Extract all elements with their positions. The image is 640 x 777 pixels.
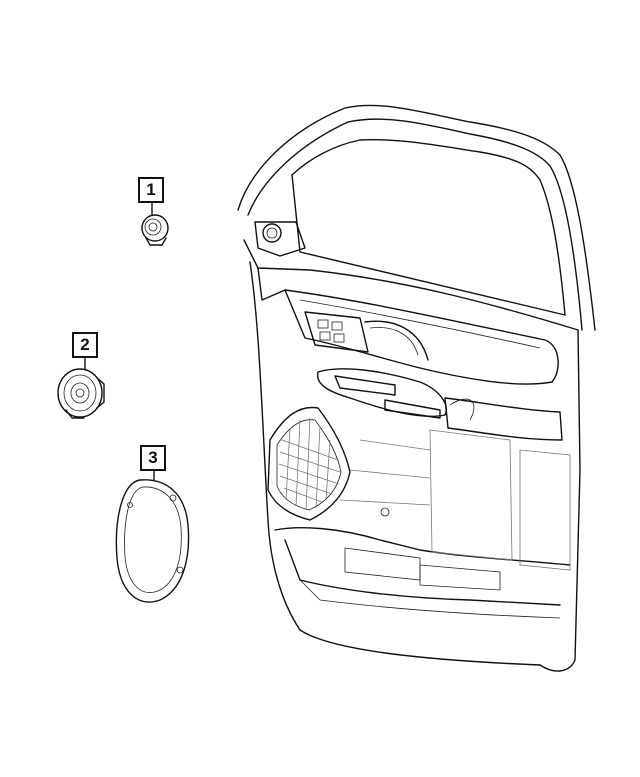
- speaker-grille-mesh: [278, 417, 341, 511]
- tweeter-speaker-part: [141, 202, 169, 246]
- callout-2: 2: [72, 332, 98, 358]
- midrange-speaker-part: [57, 357, 105, 419]
- callout-1: 1: [138, 177, 164, 203]
- callout-3: 3: [140, 445, 166, 471]
- speaker-adapter-ring-part: [115, 470, 190, 603]
- door-trim-panel: [237, 104, 596, 672]
